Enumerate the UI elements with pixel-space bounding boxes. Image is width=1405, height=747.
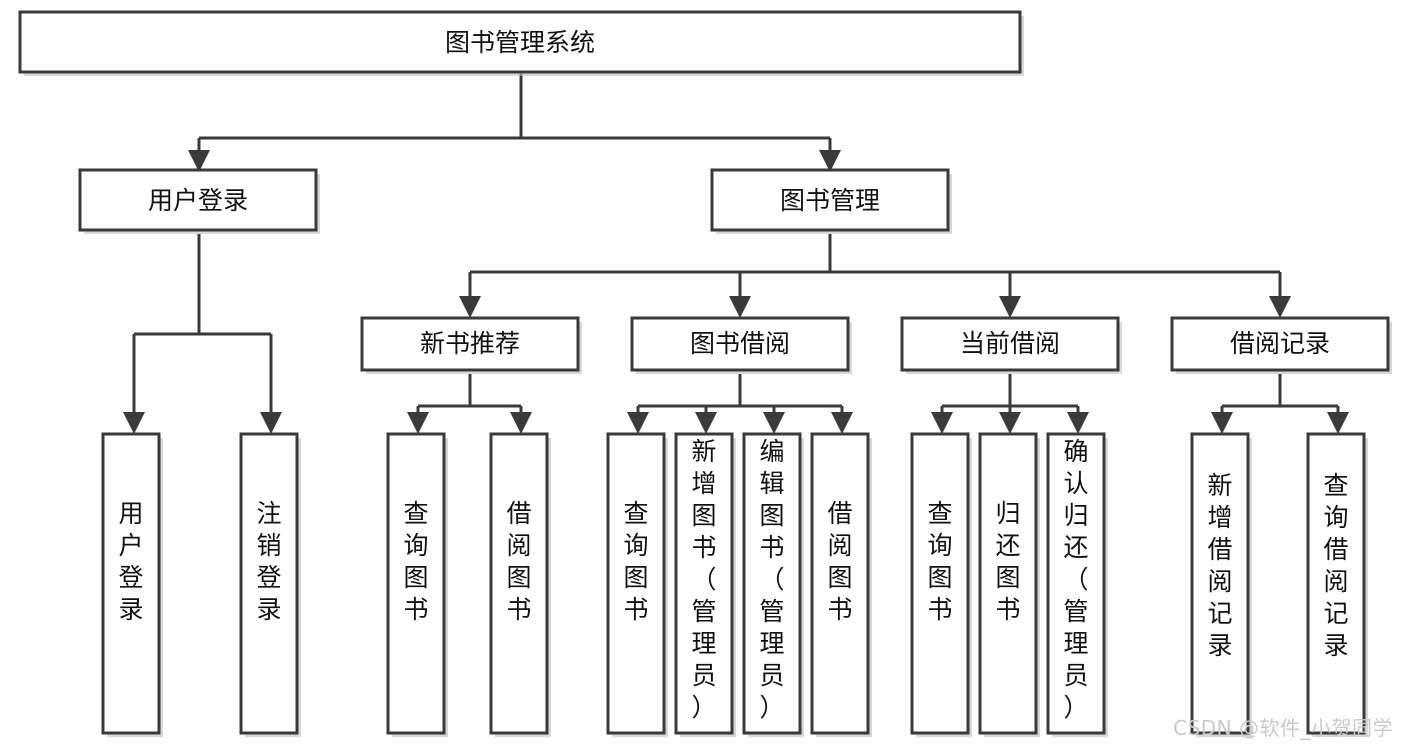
- node-book-management-label: 图书管理: [780, 186, 880, 215]
- leaf-borrow-record-add-label: 新增借阅记录: [1207, 471, 1232, 660]
- leaf-book-borrow-borrow-rect: [810, 432, 870, 735]
- arrowhead-currentborrow-leaf-2: [999, 412, 1021, 434]
- leaf-new-book-borrow[interactable]: 借阅图书: [489, 432, 551, 737]
- leaf-book-borrow-borrow[interactable]: 借阅图书: [810, 432, 872, 737]
- node-root-label: 图书管理系统: [445, 28, 595, 57]
- leaf-current-borrow-return[interactable]: 归还图书: [978, 432, 1040, 737]
- arrowhead-newbook: [459, 296, 481, 318]
- arrowhead-borrowrecord-leaf-2: [1327, 412, 1349, 434]
- arrowhead-bookborrow-leaf-1: [627, 412, 649, 434]
- arrowhead-borrowrecord-leaf-1: [1211, 412, 1233, 434]
- leaf-user-login-login-rect: [101, 432, 161, 735]
- leaf-borrow-record-query-label: 查询借阅记录: [1323, 471, 1348, 660]
- leaf-borrow-record-add[interactable]: 新增借阅记录: [1190, 432, 1252, 737]
- arrowhead-currentborrow-leaf-1: [931, 412, 953, 434]
- leaf-book-borrow-edit[interactable]: 编辑图书（管理员）: [742, 432, 804, 737]
- node-current-borrow[interactable]: 当前借阅: [900, 316, 1122, 374]
- node-user-login-label: 用户登录: [148, 186, 248, 215]
- leaf-current-borrow-confirm-rect: [1046, 432, 1106, 735]
- leaf-new-book-query[interactable]: 查询图书: [386, 432, 448, 737]
- node-root[interactable]: 图书管理系统: [18, 10, 1024, 76]
- arrowhead-bookborrow-leaf-3: [763, 412, 785, 434]
- leaf-new-book-query-rect: [386, 432, 446, 735]
- arrowhead-borrowrecord: [1269, 296, 1291, 318]
- leaf-borrow-record-add-rect: [1190, 432, 1250, 735]
- leaf-new-book-borrow-rect: [489, 432, 549, 735]
- node-book-management[interactable]: 图书管理: [710, 168, 952, 234]
- node-book-borrow-rect: [630, 316, 850, 372]
- leaf-new-book-query-label: 查询图书: [403, 499, 428, 624]
- leaf-current-borrow-query-label: 查询图书: [927, 499, 952, 624]
- leaf-borrow-record-query[interactable]: 查询借阅记录: [1306, 432, 1368, 737]
- arrowhead-currentborrow: [999, 296, 1021, 318]
- leaf-current-borrow-confirm-label: 确认归还（管理员）: [1063, 437, 1088, 722]
- leaf-book-borrow-edit-rect: [742, 432, 802, 735]
- arrowhead-leaf-logout: [260, 412, 282, 434]
- leaf-user-login-login[interactable]: 用户登录: [101, 432, 163, 737]
- leaf-current-borrow-query[interactable]: 查询图书: [910, 432, 972, 737]
- node-borrow-record-rect: [1170, 316, 1390, 372]
- leaf-user-login-logout-label: 注销登录: [256, 499, 281, 624]
- leaf-user-login-login-label: 用户登录: [118, 499, 143, 624]
- node-new-book-recommend-label: 新书推荐: [420, 329, 520, 358]
- node-borrow-record-label: 借阅记录: [1230, 329, 1330, 358]
- arrowhead-bookborrow-leaf-2: [695, 412, 717, 434]
- node-root-rect: [18, 10, 1022, 74]
- leaf-current-borrow-confirm[interactable]: 确认归还（管理员）: [1046, 432, 1108, 737]
- node-borrow-record[interactable]: 借阅记录: [1170, 316, 1392, 374]
- leaf-borrow-record-query-rect: [1306, 432, 1366, 735]
- leaf-book-borrow-query-label: 查询图书: [623, 499, 648, 624]
- arrowhead-bookmgmt: [819, 150, 841, 172]
- arrowhead-userlogin: [188, 150, 210, 172]
- leaf-new-book-borrow-label: 借阅图书: [506, 499, 531, 624]
- leaf-user-login-logout-rect: [239, 432, 299, 735]
- leaf-book-borrow-add[interactable]: 新增图书（管理员）: [674, 432, 736, 737]
- node-book-management-rect: [710, 168, 950, 232]
- arrowhead-newbook-leaf-2: [510, 412, 532, 434]
- node-book-borrow-label: 图书借阅: [690, 329, 790, 358]
- arrowhead-currentborrow-leaf-3: [1067, 412, 1089, 434]
- node-user-login[interactable]: 用户登录: [78, 168, 320, 234]
- arrowhead-bookborrow-leaf-4: [831, 412, 853, 434]
- leaf-book-borrow-edit-label: 编辑图书（管理员）: [759, 437, 784, 722]
- leaf-current-borrow-return-label: 归还图书: [995, 499, 1020, 624]
- leaf-book-borrow-borrow-label: 借阅图书: [827, 499, 852, 624]
- leaf-book-borrow-query-rect: [606, 432, 666, 735]
- leaf-current-borrow-return-rect: [978, 432, 1038, 735]
- connector-layer: [123, 74, 1349, 434]
- leaf-book-borrow-add-label: 新增图书（管理员）: [691, 437, 716, 722]
- leaf-user-login-logout[interactable]: 注销登录: [239, 432, 301, 737]
- arrowhead-bookborrow: [729, 296, 751, 318]
- leaf-current-borrow-query-rect: [910, 432, 970, 735]
- node-current-borrow-rect: [900, 316, 1120, 372]
- node-new-book-recommend[interactable]: 新书推荐: [360, 316, 582, 374]
- node-new-book-recommend-rect: [360, 316, 580, 372]
- node-book-borrow[interactable]: 图书借阅: [630, 316, 852, 374]
- arrowhead-newbook-leaf-1: [407, 412, 429, 434]
- node-current-borrow-label: 当前借阅: [960, 329, 1060, 358]
- leaf-book-borrow-query[interactable]: 查询图书: [606, 432, 668, 737]
- arrowhead-leaf-user-login: [123, 412, 145, 434]
- node-user-login-rect: [78, 168, 318, 232]
- leaf-book-borrow-add-rect: [674, 432, 734, 735]
